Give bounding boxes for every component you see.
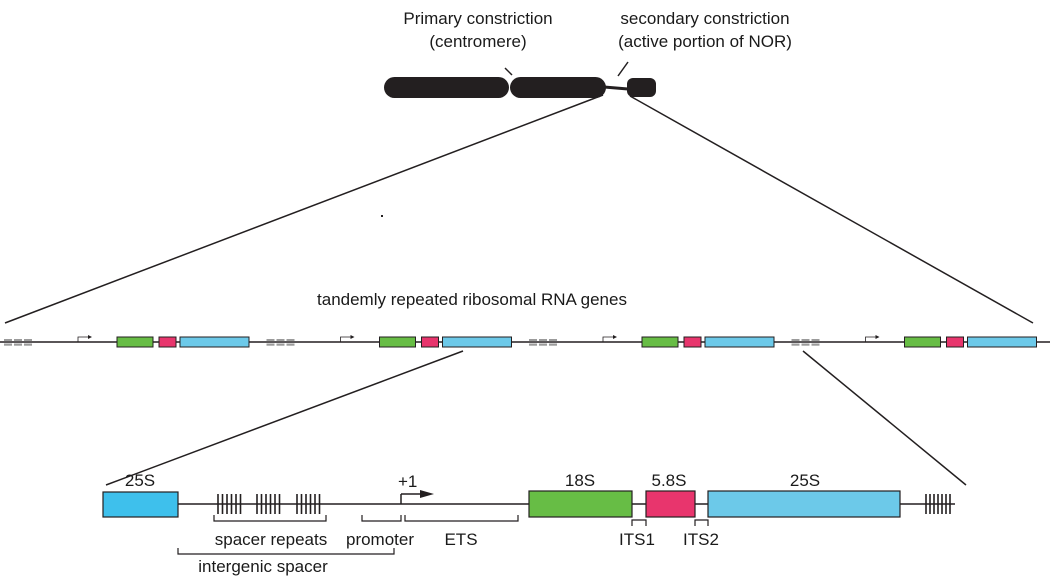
gene-18s-label: 18S [565,471,595,490]
spacer-repeat-mark [14,339,22,342]
spacer-repeat-mark [811,339,820,342]
promoter-arrow-icon [340,336,353,342]
promoter-arrow-icon [77,336,90,342]
array-gene-18s [904,336,941,348]
spacer-repeat-mark [276,339,285,342]
chromosome [384,61,656,98]
array-gene-25s [967,336,1037,348]
array-gene-5-8s [421,336,439,348]
spacer-repeat-mark [801,339,810,342]
array-repeat-unit [791,335,1037,348]
gene-25s-left [102,491,179,518]
secondary-constriction-label: secondary constriction [620,9,789,28]
array-gene-18s [641,336,679,348]
secondary-constriction-pointer [617,61,629,77]
spacer-repeat-mark [266,343,275,346]
spacer-repeat-bars [217,494,321,514]
promoter-arrowhead-icon [875,335,880,339]
chromosome-arm-middle [510,77,606,98]
array-repeat-unit [266,335,512,348]
spacer-repeat-mark [539,339,547,342]
array-gene-25s [442,336,512,348]
spacer-repeat-mark [529,339,537,342]
spacer-repeat-mark [24,343,32,346]
spacer-repeat-mark [276,343,285,346]
array-gene-18s [379,336,416,348]
spacer-repeat-mark [266,339,275,342]
gene-25s-label: 25S [790,471,820,490]
array-gene-5-8s [158,336,177,348]
chromosome-arm-left [384,77,509,98]
gene-18s [528,490,633,518]
spacer-repeat-mark [791,343,800,346]
promoter-arrow-icon [865,336,878,342]
array-gene-5-8s [683,336,702,348]
ets-label: ETS [444,530,477,549]
ets-bracket [404,515,519,522]
spacer-repeats-label: spacer repeats [215,530,327,549]
zoom-line-right-bottom [802,350,967,486]
array-gene-5-8s [946,336,964,348]
spacer-repeat-mark [24,339,32,342]
promoter-arrowhead-icon [88,335,92,339]
spacer-repeat-mark [801,343,810,346]
chromosome-satellite [627,78,656,97]
primary-constriction-pointer [504,67,513,76]
spacer-repeat-mark [811,343,820,346]
spacer-repeat-mark [539,343,547,346]
gene-5-8s [645,490,696,518]
intergenic-spacer-bracket [177,548,395,555]
zoom-line-left-bottom [105,350,464,486]
spacer-repeat-mark [791,339,800,342]
its1-label: ITS1 [619,530,655,549]
centromere-label: (centromere) [429,32,526,51]
its2-bracket [694,519,709,526]
spacer-repeat-mark [4,339,12,342]
promoter-label: promoter [346,530,414,549]
nor-label: (active portion of NOR) [618,32,792,51]
its2-label: ITS2 [683,530,719,549]
spacer-repeat-mark [4,343,12,346]
array-title: tandemly repeated ribosomal RNA genes [317,290,627,309]
gene-25s [707,490,901,518]
speck [381,215,383,217]
end-repeat-bars [925,494,951,514]
array-repeat-unit [4,335,250,348]
array-gene-18s [116,336,154,348]
array-gene-25s [179,336,250,348]
array-gene-25s [704,336,775,348]
its1-bracket [631,519,647,526]
transcription-start-arrow-icon [400,490,434,504]
zoom-line-right-top [629,95,1034,324]
spacer-repeats-bracket [213,515,327,522]
spacer-repeat-mark [549,343,557,346]
promoter-arrow-icon [602,336,615,342]
gene-25s-left-label: 25S [125,471,155,490]
start-site-label: +1 [398,472,417,491]
promoter-arrowhead-icon [350,335,355,339]
primary-constriction-label: Primary constriction [403,9,552,28]
array-repeat-unit [529,335,775,348]
spacer-repeat-mark [286,339,295,342]
spacer-repeat-mark [14,343,22,346]
spacer-repeat-mark [549,339,557,342]
secondary-constriction-stalk [603,85,629,91]
promoter-arrowhead-icon [613,335,617,339]
intergenic-spacer-label: intergenic spacer [198,557,328,576]
zoom-line-left-top [4,94,604,324]
gene-5-8s-label: 5.8S [652,471,687,490]
spacer-repeat-mark [286,343,295,346]
promoter-bracket [361,515,402,522]
array-units [4,335,1037,348]
spacer-repeat-mark [529,343,537,346]
